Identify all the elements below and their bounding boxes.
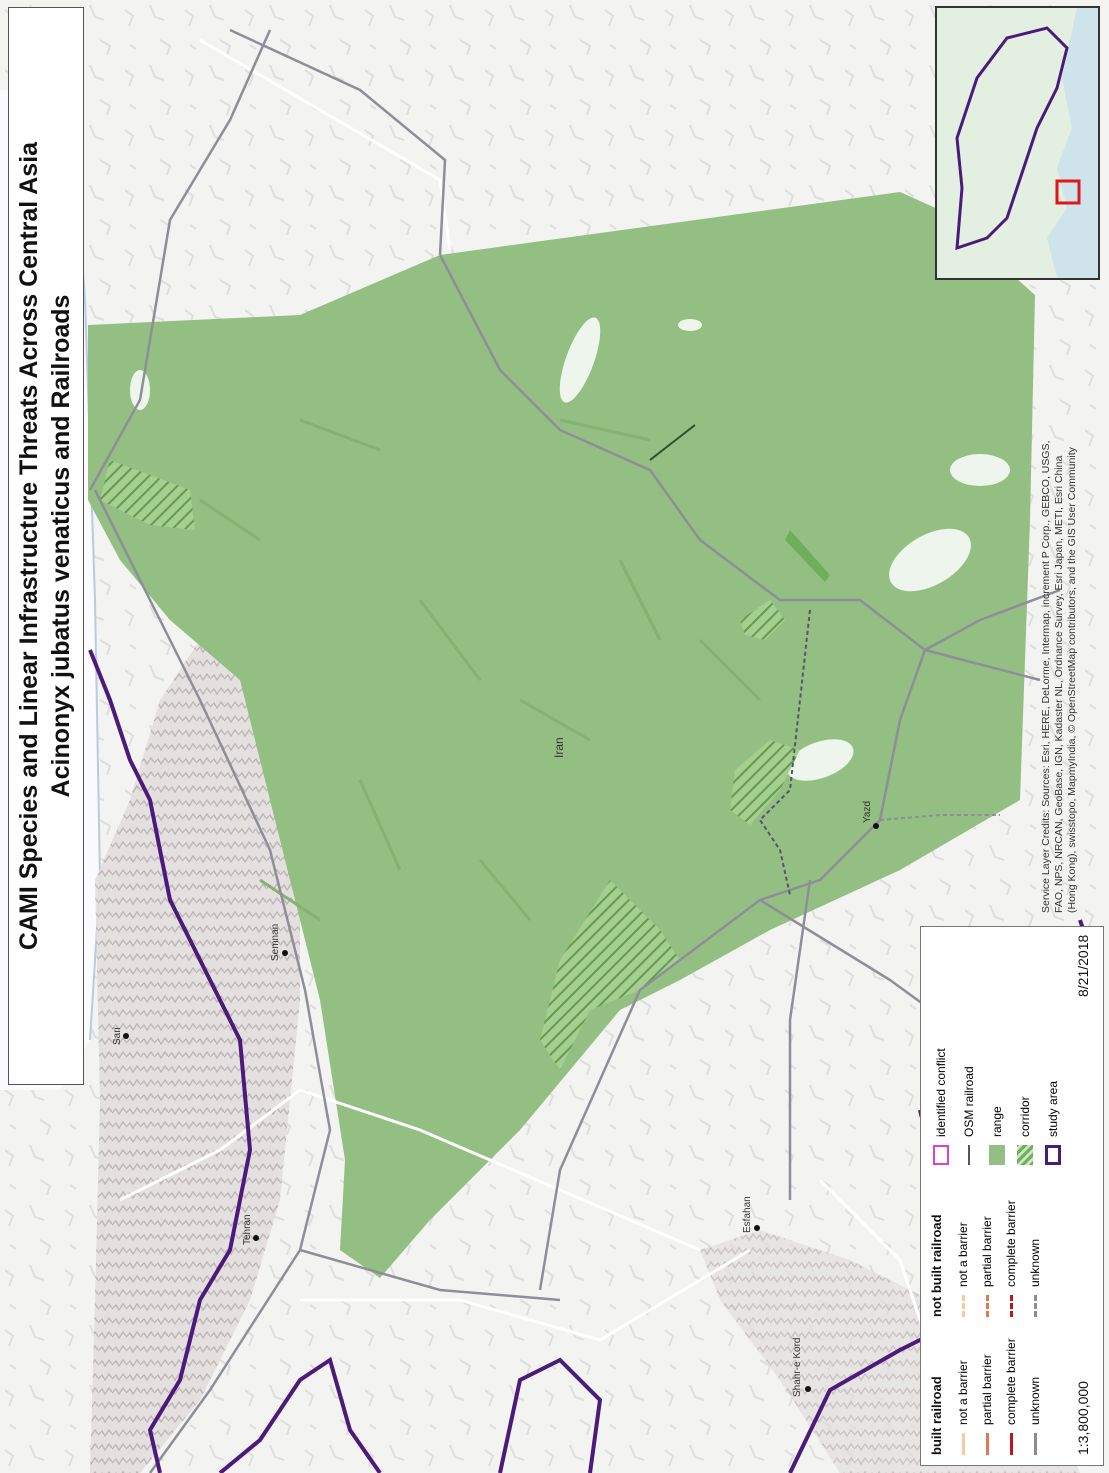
legend-built-not-barrier-swatch <box>961 1433 965 1455</box>
legend-range-swatch <box>989 1145 1005 1165</box>
alborz-mountains <box>90 620 300 1473</box>
city-label-tehran: Tehran <box>242 1214 253 1245</box>
corridors <box>100 460 830 1070</box>
legend-not-built-list: not a barrier partial barrier complete b… <box>951 1200 1047 1317</box>
map-title: CAMI Species and Linear Infrastructure T… <box>15 141 43 951</box>
city-label-yazd: Yazd <box>862 800 873 823</box>
legend-not-built-partial-barrier-label: partial barrier <box>980 1216 994 1287</box>
built-rail-segment <box>649 424 696 461</box>
legend-built-complete-barrier-label: complete barrier <box>1004 1338 1018 1425</box>
city-label-shahrekord: Shahr-e Kord <box>792 1337 803 1397</box>
legend-not-built-title: not built railroad <box>929 1214 944 1317</box>
legend-not-built-complete-barrier-swatch <box>1009 1295 1013 1317</box>
title-box: CAMI Species and Linear Infrastructure T… <box>8 7 84 1085</box>
map-scale: 1:3,800,000 <box>1075 1381 1091 1455</box>
legend-identified-conflict-swatch <box>933 1145 949 1165</box>
inset-study-area <box>955 26 1069 251</box>
not-built-rail-dashed <box>879 814 1000 821</box>
city-label-sari: Sari <box>112 1027 123 1045</box>
credits-line-3: (Hong Kong), swisstopo, MapmyIndia, © Op… <box>1066 447 1078 913</box>
country-label-iran: Iran <box>552 737 566 758</box>
legend-range-label: range <box>990 1106 1004 1137</box>
legend-not-built-unknown-swatch <box>1033 1295 1037 1317</box>
city-dots <box>123 823 879 1392</box>
legend-not-built-unknown-label: unknown <box>1028 1238 1042 1287</box>
legend-study-area-label: study area <box>1046 1080 1060 1137</box>
legend-symbols: identified conflict OSM railroad range c… <box>927 1048 1067 1165</box>
legend-built-partial-barrier-label: partial barrier <box>980 1354 994 1425</box>
legend: built railroad not a barrier partial bar… <box>920 926 1104 1466</box>
legend-osm-railroad-label: OSM railroad <box>962 1066 976 1137</box>
legend-built-list: not a barrier partial barrier complete b… <box>951 1338 1047 1455</box>
legend-not-built-not-barrier-label: not a barrier <box>956 1222 970 1287</box>
legend-built-title: built railroad <box>929 1376 944 1455</box>
unknown-rail-dashed <box>758 609 811 896</box>
credits-line-1: Service Layer Credits: Sources: Esri, HE… <box>1040 440 1052 913</box>
legend-built-unknown-label: unknown <box>1028 1376 1042 1425</box>
legend-corridor-swatch <box>1017 1145 1033 1165</box>
map-date: 8/21/2018 <box>1075 934 1091 997</box>
credits-line-2: FAO, NPS, NRCAN, GeoBase, IGN, Kadaster … <box>1053 455 1065 913</box>
legend-built-complete-barrier-swatch <box>1009 1433 1013 1455</box>
legend-built-unknown-swatch <box>1033 1433 1037 1455</box>
range-texture <box>199 418 762 922</box>
legend-built-partial-barrier-swatch <box>985 1433 989 1455</box>
osm-railroads <box>88 28 1061 1473</box>
inset-map-svg <box>937 8 1098 278</box>
inset-highlight-box <box>1055 179 1081 205</box>
legend-corridor-label: corridor <box>1018 1096 1032 1137</box>
legend-built-not-barrier-label: not a barrier <box>956 1360 970 1425</box>
map-subtitle: Acinonyx jubatus venaticus and Railroads <box>47 294 75 798</box>
legend-osm-railroad-swatch <box>968 1145 970 1165</box>
legend-not-built-partial-barrier-swatch <box>985 1295 989 1317</box>
city-label-esfahan: Esfahan <box>742 1196 753 1233</box>
range-polygon <box>88 192 1035 1278</box>
legend-study-area-swatch <box>1045 1145 1061 1165</box>
city-label-semnan: Semnan <box>270 923 281 961</box>
inset-locator-map <box>935 6 1100 280</box>
service-credits: Service Layer Credits: Sources: Esri, HE… <box>1040 313 1079 913</box>
legend-not-built-complete-barrier-label: complete barrier <box>1004 1200 1018 1287</box>
legend-not-built-not-barrier-swatch <box>961 1295 965 1317</box>
snow-patches <box>130 317 1010 781</box>
roads <box>119 38 942 1381</box>
legend-identified-conflict-label: identified conflict <box>934 1048 948 1137</box>
